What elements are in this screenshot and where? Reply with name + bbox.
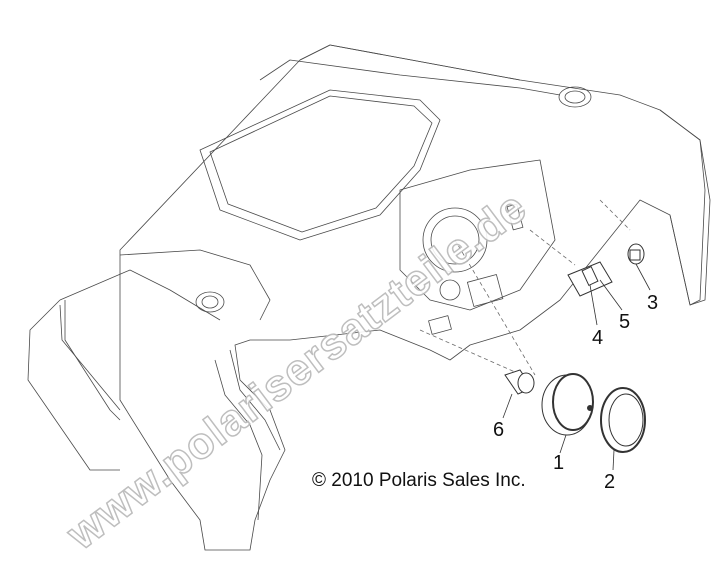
copyright-notice: © 2010 Polaris Sales Inc. — [312, 470, 526, 491]
callout-1[interactable]: 1 — [553, 452, 565, 474]
part-2-bezel-ring — [600, 387, 646, 453]
callout-3[interactable]: 3 — [647, 292, 659, 314]
callout-2[interactable]: 2 — [604, 471, 616, 493]
part-1-gauge — [541, 373, 594, 436]
part-4-5-switch — [567, 261, 613, 297]
dashboard-body — [27, 44, 711, 551]
part-6-key-switch — [504, 369, 535, 395]
callout-6[interactable]: 6 — [493, 419, 505, 441]
callout-4[interactable]: 4 — [592, 327, 604, 349]
part-3-plug — [627, 243, 645, 265]
callout-5[interactable]: 5 — [619, 311, 631, 333]
